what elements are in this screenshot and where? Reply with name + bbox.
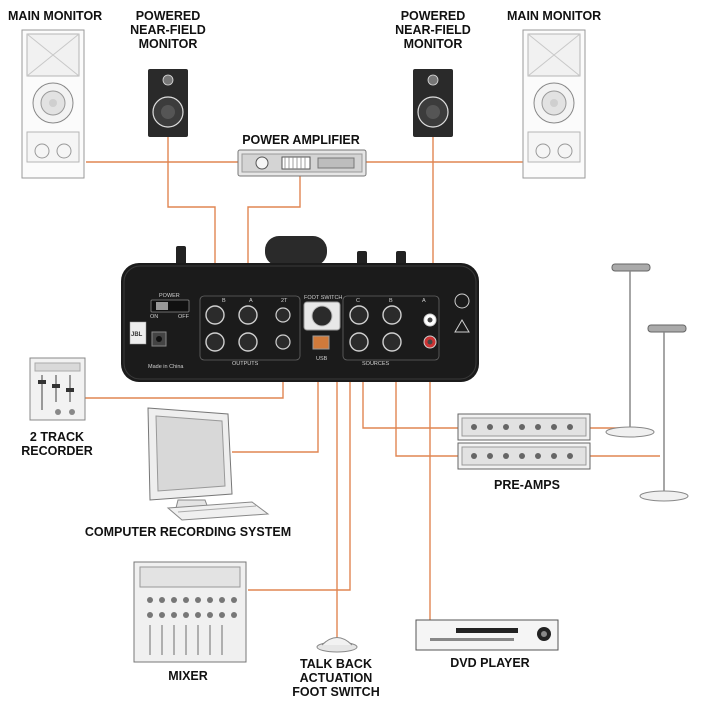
label-recorder-2: RECORDER — [21, 444, 93, 458]
source-jacks — [349, 305, 437, 352]
power-label: POWER — [159, 293, 180, 299]
wires — [85, 137, 660, 640]
fc-mark-icon — [454, 293, 470, 309]
label-talkback-3: FOOT SWITCH — [292, 685, 380, 699]
power-amplifier — [237, 149, 367, 177]
warning-triangle-icon — [454, 319, 470, 333]
talk-back-foot-switch — [316, 637, 358, 653]
main-monitor-left — [21, 29, 85, 179]
near-field-monitor-right — [413, 69, 453, 137]
jbl-logo-icon — [129, 321, 147, 345]
dvd-player — [415, 619, 559, 651]
labels: MAIN MONITOR MAIN MONITOR POWERED NEAR-F… — [8, 9, 601, 699]
made-in-label: Made in China — [148, 364, 184, 370]
mixer — [133, 561, 247, 663]
output-jacks — [205, 305, 291, 352]
label-recorder-1: 2 TRACK — [30, 430, 84, 444]
pre-amp-1 — [457, 413, 591, 441]
power-off-label: OFF — [178, 314, 190, 320]
out-col-a: A — [249, 298, 253, 304]
wire-computer — [232, 348, 319, 453]
two-track-recorder — [29, 357, 86, 421]
label-pre-amps: PRE-AMPS — [494, 478, 560, 492]
wire-mixer — [248, 336, 351, 591]
microphone-stand-1 — [605, 263, 655, 438]
label-nf-right-2: NEAR-FIELD — [395, 23, 471, 37]
src-col-a: A — [422, 298, 426, 304]
label-talkback-2: ACTUATION — [300, 671, 373, 685]
main-monitor-right — [522, 29, 586, 179]
label-nf-right-1: POWERED — [401, 9, 466, 23]
label-nf-left-3: MONITOR — [139, 37, 198, 51]
label-power-amplifier: POWER AMPLIFIER — [242, 133, 360, 147]
wire-nf-left — [167, 137, 216, 310]
sources-label: SOURCES — [362, 361, 390, 367]
foot-switch-panel-label: FOOT SWITCH — [304, 295, 342, 301]
label-main-monitor-right: MAIN MONITOR — [507, 9, 601, 23]
src-col-c: C — [356, 298, 360, 304]
label-dvd: DVD PLAYER — [450, 656, 529, 670]
label-computer: COMPUTER RECORDING SYSTEM — [85, 525, 291, 539]
label-main-monitor-left: MAIN MONITOR — [8, 9, 102, 23]
label-nf-right-3: MONITOR — [404, 37, 463, 51]
usb-label: USB — [316, 356, 328, 362]
out-col-2t: 2T — [281, 298, 288, 304]
microphone-stand-2 — [639, 324, 689, 502]
usb-port[interactable] — [312, 335, 330, 350]
outputs-label: OUTPUTS — [232, 361, 259, 367]
label-talkback-1: TALK BACK — [300, 657, 372, 671]
near-field-monitor-left — [148, 69, 188, 137]
out-col-b: B — [222, 298, 226, 304]
wire-amp-outputs — [247, 176, 301, 310]
brand-label: JBL — [131, 332, 143, 338]
computer-recording-system — [147, 407, 270, 521]
label-mixer: MIXER — [168, 669, 208, 683]
power-on-label: ON — [150, 314, 158, 320]
src-col-b: B — [389, 298, 393, 304]
pre-amp-2 — [457, 442, 591, 470]
label-nf-left-1: POWERED — [136, 9, 201, 23]
controller-panel: POWER ON OFF JBL Made in China OUTPUTS B… — [121, 236, 479, 382]
label-nf-left-2: NEAR-FIELD — [130, 23, 206, 37]
